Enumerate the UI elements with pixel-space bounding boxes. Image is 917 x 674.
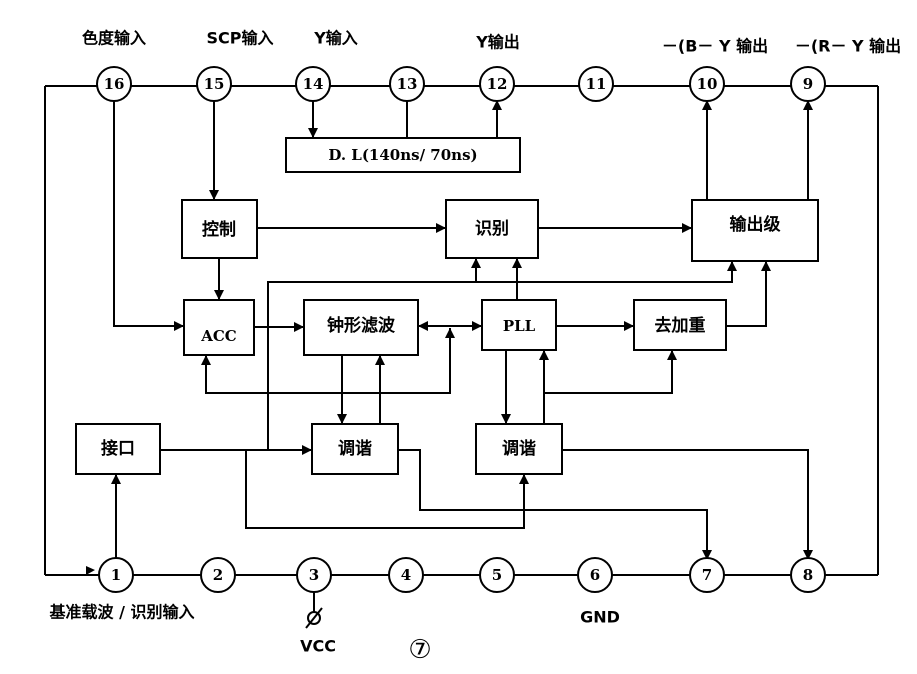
- labels: 色度输入 SCP输入 Y输入 Y输出 －(B－ Y 输出 －(R－ Y 输出 基…: [49, 29, 902, 666]
- block-tuning-2: 调谐: [475, 423, 563, 475]
- block-control: 控制: [181, 199, 258, 259]
- svg-text:6: 6: [590, 566, 600, 584]
- pin-9: 9: [790, 66, 826, 102]
- block-pll: PLL: [481, 299, 557, 351]
- label-vcc: VCC: [300, 637, 336, 656]
- pin-16: 16: [96, 66, 132, 102]
- tuning-1-label: 调谐: [338, 439, 372, 459]
- pin-6: 6: [577, 557, 613, 593]
- pin-5: 5: [479, 557, 515, 593]
- block-bell-filter: 钟形滤波: [303, 299, 419, 356]
- block-acc: ACC: [183, 299, 255, 356]
- pin-1: 1: [98, 557, 134, 593]
- pin-8: 8: [790, 557, 826, 593]
- pin-7: 7: [689, 557, 725, 593]
- block-deemphasis: 去加重: [633, 299, 727, 351]
- pin-2: 2: [200, 557, 236, 593]
- pin-15: 15: [196, 66, 232, 102]
- control-label: 控制: [202, 219, 236, 240]
- identify-label: 识别: [475, 219, 509, 239]
- block-output-stage: 输出级: [691, 199, 819, 262]
- pins-top: 16 15 14 13 12 11 10 9: [96, 66, 826, 102]
- label-y-output: Y输出: [475, 33, 520, 52]
- svg-text:4: 4: [401, 566, 411, 584]
- block-tuning-1: 调谐: [311, 423, 399, 475]
- block-delay-line: D. L(140ns/ 70ns): [285, 137, 521, 173]
- output-stage-label: 输出级: [730, 214, 781, 235]
- acc-label: ACC: [200, 327, 237, 345]
- svg-text:14: 14: [303, 75, 324, 93]
- svg-text:8: 8: [803, 566, 813, 584]
- label-scp-input: SCP输入: [207, 29, 274, 48]
- label-reference-input: 基准载波 / 识别输入: [49, 603, 195, 622]
- label-gnd: GND: [580, 608, 620, 627]
- delay-line-label: D. L(140ns/ 70ns): [328, 146, 477, 164]
- bell-filter-label: 钟形滤波: [327, 315, 396, 336]
- interface-label: 接口: [101, 438, 135, 459]
- pin-10: 10: [689, 66, 725, 102]
- svg-text:16: 16: [104, 75, 125, 93]
- svg-text:10: 10: [697, 75, 718, 93]
- pin-12: 12: [479, 66, 515, 102]
- svg-text:15: 15: [204, 75, 225, 93]
- pin-4: 4: [388, 557, 424, 593]
- label-r-y-output: －(R－ Y 输出: [795, 37, 901, 56]
- label-b-y-output: －(B－ Y 输出: [662, 37, 768, 56]
- deemphasis-label: 去加重: [655, 315, 706, 336]
- svg-text:12: 12: [487, 75, 508, 93]
- block-interface: 接口: [75, 423, 161, 475]
- svg-text:7: 7: [702, 566, 712, 584]
- pin-13: 13: [389, 66, 425, 102]
- label-y-input: Y输入: [313, 29, 358, 48]
- block-identify: 识别: [445, 199, 539, 259]
- pins-bottom: 1 2 3 4 5 6 7 8: [98, 557, 826, 593]
- svg-text:9: 9: [803, 75, 813, 93]
- wires: [44, 85, 879, 629]
- pll-label: PLL: [503, 317, 536, 335]
- arrowheads: [86, 100, 813, 575]
- svg-text:11: 11: [586, 75, 607, 93]
- svg-text:2: 2: [213, 566, 223, 584]
- svg-text:13: 13: [397, 75, 418, 93]
- svg-text:1: 1: [111, 566, 121, 584]
- figure-number: ⑦: [408, 635, 431, 665]
- label-chroma-input: 色度输入: [82, 29, 146, 48]
- svg-text:3: 3: [309, 566, 319, 584]
- tuning-2-label: 调谐: [502, 439, 536, 459]
- pin-11: 11: [578, 66, 614, 102]
- svg-text:5: 5: [492, 566, 502, 584]
- pin-14: 14: [295, 66, 331, 102]
- pin-3: 3: [296, 557, 332, 593]
